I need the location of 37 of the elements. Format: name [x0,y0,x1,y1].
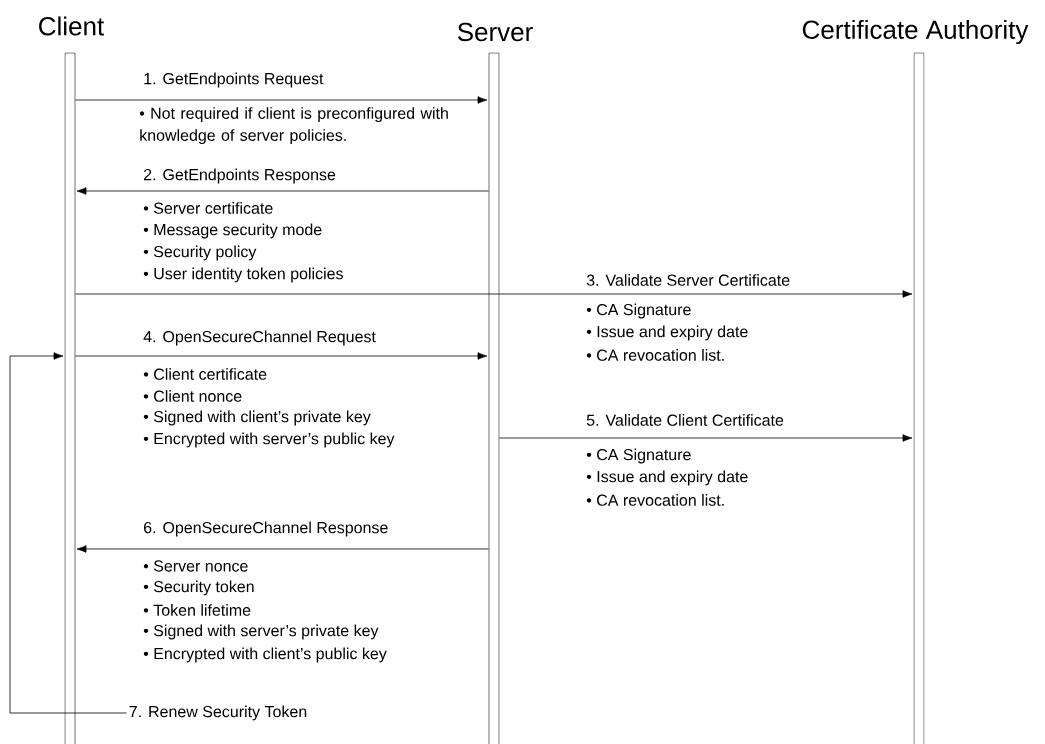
bullet-item: • Signed with server’s private key [143,624,379,640]
edge-label: 3. Validate Server Certificate [585,273,792,287]
bullet-item: • CA revocation list. [586,349,724,361]
bullet-item: • Token lifetime [143,604,251,616]
arrow [76,187,489,195]
bullet-item: • Server certificate [143,202,273,214]
note-text: • Not required if client is preconfigured with knowledge of server policies. [139,107,448,145]
arrow [499,434,913,442]
bullet-item: • Encrypted with client’s public key [143,647,387,663]
edge-label: 4. OpenSecureChannel Request [142,329,377,347]
arrow [75,352,488,360]
bullet-item: • Client certificate [143,368,267,380]
bullet-item: • Message security mode [143,223,322,239]
edge-label: 5. Validate Client Certificate [585,413,785,427]
arrow [76,545,489,553]
bullet-item: • CA Signature [586,303,691,319]
edge-label: 6. OpenSecureChannel Response [142,520,390,538]
arrow [75,290,913,298]
bullet-item: • CA Signature [586,448,691,464]
edge-label: 2. GetEndpoints Response [142,167,337,185]
bullet-item: • CA revocation list. [586,494,724,506]
bullet-item: • Security policy [143,245,257,261]
bullet-item: • User identity token policies [143,267,343,283]
bullet-item: • Client nonce [143,390,242,402]
arrow [75,96,488,104]
bullet-item: • Signed with client’s private key [143,410,371,426]
bullet-item: • Server nonce [143,560,248,572]
arrow [9,352,127,714]
bullet-item: • Issue and expiry date [586,325,748,341]
lifeline-heading: Certificate Authority [802,19,1029,45]
bullet-item: • Security token [143,580,254,596]
bullet-item: • Encrypted with server’s public key [143,432,395,448]
edge-label: 1. GetEndpoints Request [142,71,325,89]
step-label: 7. Renew Security Token [129,705,307,721]
bullet-item: • Issue and expiry date [586,470,748,486]
lifeline-heading: Server [457,22,533,42]
lifeline-heading: Client [39,16,105,36]
